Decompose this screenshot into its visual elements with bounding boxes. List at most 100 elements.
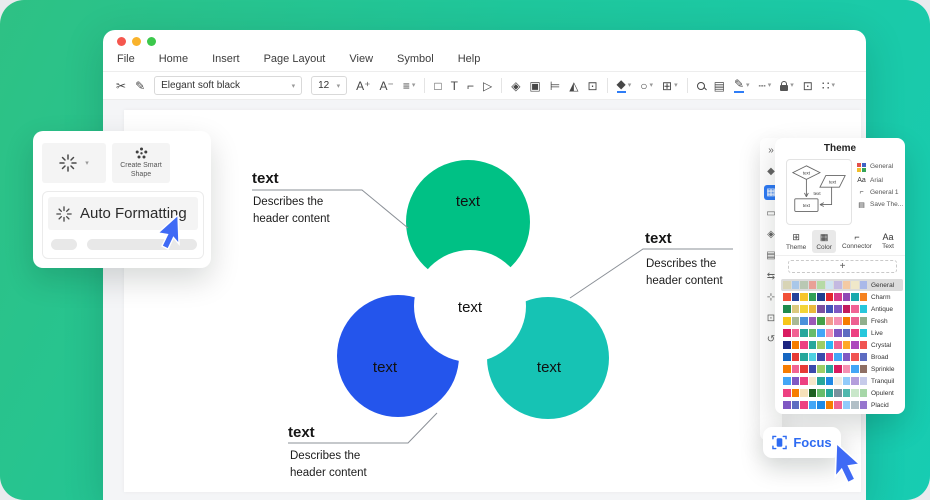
convert-icon[interactable]: ⇆ [766,271,776,282]
notes-icon[interactable]: ▤ [766,250,776,261]
callout-top-left[interactable]: text Describes the header content [252,170,409,229]
save-icon: ▤ [858,201,865,209]
connector-icon: ⌐ [859,188,864,196]
tab-color[interactable]: ▦Color [812,230,836,253]
right-circle-label[interactable]: text [537,359,562,376]
menu-page-layout[interactable]: Page Layout [263,52,326,65]
line-color-icon[interactable]: ✎▾ [733,78,750,93]
menu-insert[interactable]: Insert [212,52,240,65]
tab-theme[interactable]: ⊞Theme [782,230,810,253]
history-icon[interactable]: ↺ [766,334,776,345]
text-tool-icon[interactable]: T [451,80,458,92]
expand-icon[interactable]: ⊹ [766,292,776,303]
callout-title[interactable]: text [645,230,672,247]
arrange-icon[interactable]: ∷▾ [822,80,835,92]
palette-row-antique[interactable]: Antique [781,303,903,315]
text-align-icon[interactable]: ≡▾ [403,80,416,92]
palette-row-placid[interactable]: Placid [781,399,903,411]
menu-home[interactable]: Home [158,52,189,65]
callout-bottom[interactable]: text Describes the header content [288,412,438,479]
toolbar-separator [501,78,503,93]
drawing-page[interactable]: text text text text text Describes the h… [124,110,861,492]
layers-icon[interactable]: ◈ [511,80,520,92]
glyph: ∷ [821,78,830,93]
menu-help[interactable]: Help [457,52,481,65]
connector-tool-icon[interactable]: ⌐ [467,80,474,92]
palette-row-fresh[interactable]: Fresh [781,315,903,327]
connector-tab-icon: ⌐ [854,232,860,242]
menu-file[interactable]: File [117,52,135,65]
menu-item-auto-formatting[interactable]: Auto Formatting [48,197,198,230]
glyph: ◆ [616,77,626,93]
palette-row-broad[interactable]: Broad [781,351,903,363]
layers-icon[interactable]: ◈ [767,229,775,240]
palette-row-charm[interactable]: Charm [781,291,903,303]
create-smart-shape-button[interactable]: Create Smart Shape [112,143,170,183]
palette-name: General [871,281,895,289]
glyph: ⊡ [802,78,813,93]
callout-line [252,189,409,229]
palette-row-live[interactable]: Live [781,327,903,339]
venn-circle-center[interactable] [414,250,526,362]
palette-row-crystal[interactable]: Crystal [781,339,903,351]
theme-shortcut-general-1[interactable]: ⌐General 1 [857,189,903,196]
font-decrease-icon[interactable]: A⁻ [379,80,393,92]
glyph: ⊞ [662,78,673,93]
palette-row-opulent[interactable]: Opulent [781,387,903,399]
palette-grid-icon [857,162,866,172]
palette-row-general[interactable]: General [781,279,903,291]
zoom-window-button[interactable] [147,37,156,46]
add-palette-button[interactable]: + [788,260,897,273]
lock-icon[interactable]: ▾ [780,80,794,91]
venn-circle-top[interactable] [406,160,530,284]
font-size-select[interactable]: 12▾ [311,76,348,95]
flip-icon[interactable]: ◭ [569,80,578,92]
menu-view[interactable]: View [349,52,374,65]
callout-title[interactable]: text [252,170,279,187]
left-circle-label[interactable]: text [373,359,398,376]
focus-button[interactable]: Focus [763,427,841,458]
theme-shortcut-save-the-[interactable]: ▤Save The... [857,201,903,209]
image-icon[interactable]: ▭ [766,208,776,219]
shape-tool-icon[interactable]: □ [434,80,441,92]
preview-label: text [803,203,811,208]
callout-right[interactable]: text Describes the header content [569,230,733,299]
line-style-icon[interactable]: ┄▾ [759,80,772,92]
fill-color-icon[interactable]: ◆▾ [616,77,632,93]
find-replace-icon[interactable]: ▤ [714,80,725,92]
align-objects-icon[interactable]: ⊨ [550,80,560,92]
chevron-down-icon: ▾ [85,160,89,167]
shadow-icon[interactable]: ○▾ [640,80,653,92]
palette-row-sprinkle[interactable]: Sprinkle [781,363,903,375]
font-increase-icon[interactable]: A⁺ [356,80,370,92]
pointer-tool-icon[interactable]: ▷ [483,80,492,92]
minimize-window-button[interactable] [132,37,141,46]
menu-symbol[interactable]: Symbol [397,52,434,65]
fill-tool-icon[interactable]: ◆ [767,166,775,177]
font-family-select[interactable]: Elegant soft black▾ [154,76,303,95]
presentation-icon[interactable]: ⊡ [766,313,776,324]
top-circle-label[interactable]: text [456,193,481,210]
close-window-button[interactable] [117,37,126,46]
theme-shortcut-general[interactable]: General [857,162,903,172]
center-label[interactable]: text [458,299,483,316]
chevron-down-icon: ▾ [627,82,632,89]
palette-row-tranquil[interactable]: Tranquil [781,375,903,387]
frame-icon[interactable]: ⊡ [803,80,813,92]
group-icon[interactable]: ▣ [529,80,540,92]
format-painter-icon[interactable]: ✎ [135,80,145,92]
auto-format-button[interactable]: ▾ [42,143,106,183]
cut-icon[interactable]: ✂ [116,80,126,92]
tab-connector[interactable]: ⌐Connector [838,230,876,253]
collapse-icon[interactable]: » [768,145,774,156]
theme-icon[interactable]: ▦ [763,185,779,200]
zoom-search-icon[interactable] [696,81,705,90]
callout-title[interactable]: text [288,424,315,441]
crop-icon[interactable]: ⊞▾ [662,80,678,92]
palette-name: Fresh [871,317,888,325]
bring-forward-icon[interactable]: ⊡ [587,80,597,92]
